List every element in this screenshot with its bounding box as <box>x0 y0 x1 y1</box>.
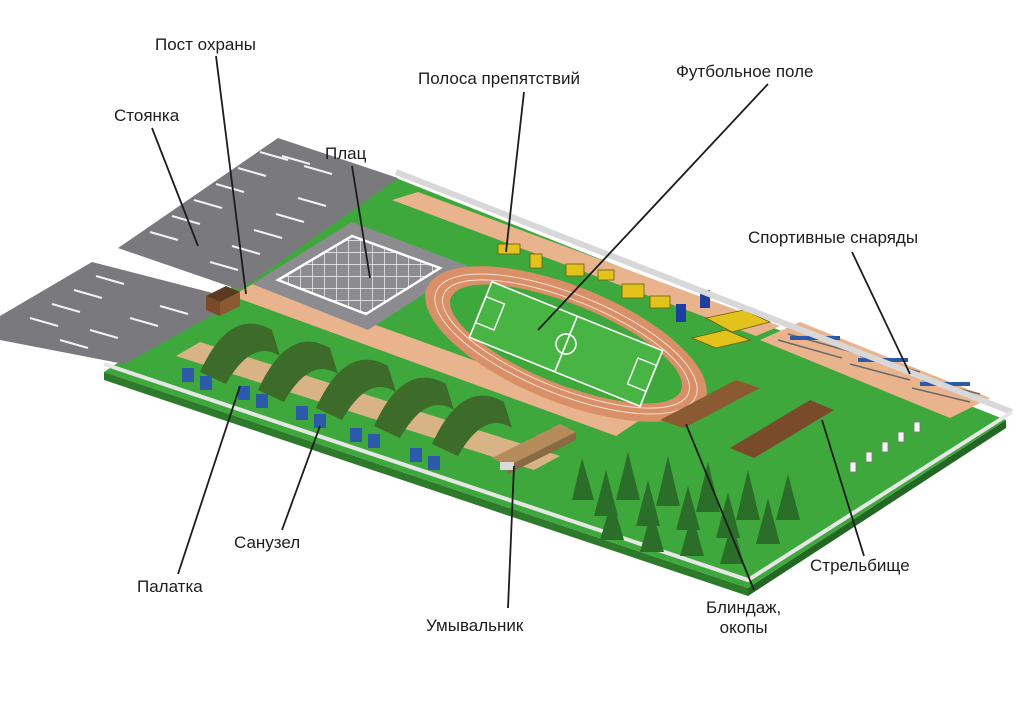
label-obstacle-course: Полоса препятствий <box>418 69 580 89</box>
label-dugout: Блиндаж, окопы <box>706 598 781 638</box>
label-football-field: Футбольное поле <box>676 62 814 82</box>
label-toilet: Санузел <box>234 533 300 553</box>
label-parade-ground: Плац <box>325 144 366 164</box>
label-guard-post: Пост охраны <box>155 35 256 55</box>
label-dugout-line1: Блиндаж, <box>706 598 781 618</box>
label-dugout-line2: окопы <box>706 618 781 638</box>
label-shooting-range: Стрельбище <box>810 556 910 576</box>
label-tent: Палатка <box>137 577 203 597</box>
label-sports-equipment: Спортивные снаряды <box>748 228 918 248</box>
label-washstand: Умывальник <box>426 616 523 636</box>
label-parking: Стоянка <box>114 106 179 126</box>
